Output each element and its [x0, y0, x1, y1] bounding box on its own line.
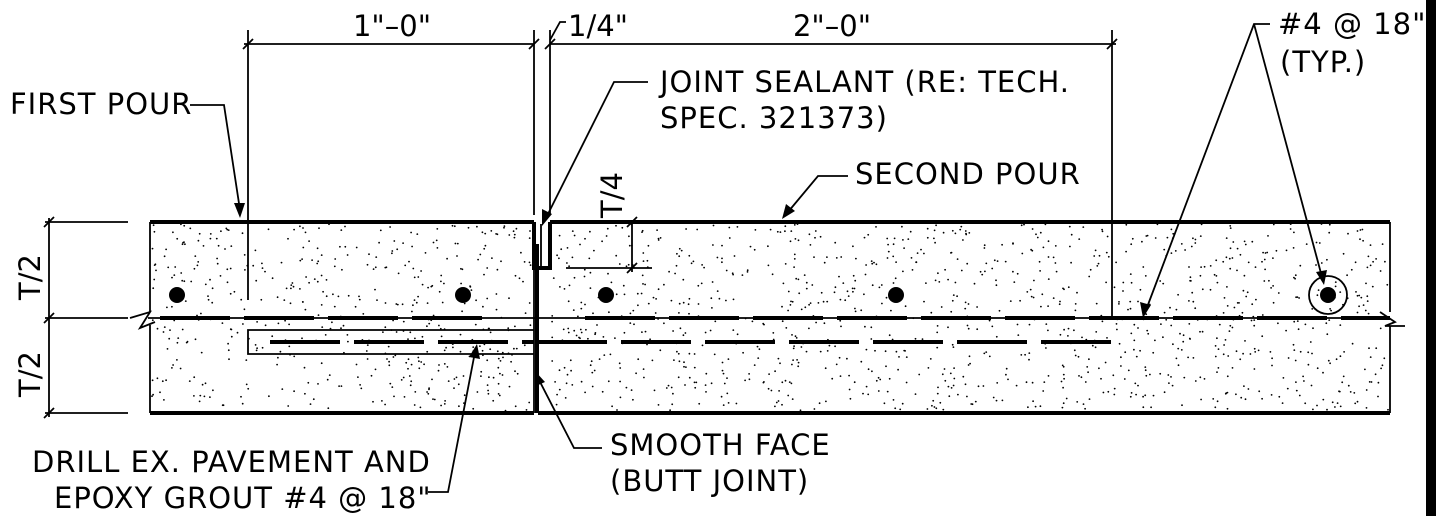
dim-first-pour-width: 1"–0" — [353, 9, 431, 43]
dim-second-pour-width: 2"–0" — [793, 9, 871, 43]
dowel-bar — [247, 329, 1115, 355]
dim-upper-half: T/2 — [13, 254, 47, 301]
dim-sealant-depth: T/4 — [595, 172, 629, 219]
right-edge-bar — [1426, 0, 1436, 516]
dim-joint-gap: 1/4" — [568, 9, 628, 43]
sealant-depth-dimension — [566, 216, 652, 274]
smooth-face-label: SMOOTH FACE — [610, 428, 831, 462]
epoxy-grout-label: EPOXY GROUT #4 @ 18" — [54, 481, 432, 515]
drill-label: DRILL EX. PAVEMENT AND — [32, 445, 431, 479]
concrete-texture — [151, 223, 1389, 412]
depth-dimensions — [43, 216, 55, 419]
first-pour-label: FIRST POUR — [10, 87, 192, 121]
butt-joint-label: (BUTT JOINT) — [610, 464, 809, 498]
second-pour-label: SECOND POUR — [855, 157, 1081, 191]
rebar-label: #4 @ 18" — [1278, 7, 1426, 41]
transverse-rebars — [169, 275, 1348, 315]
top-dimensions — [242, 21, 1118, 318]
joint-sealant-spec: SPEC. 321373) — [660, 101, 888, 135]
joint-sealant-label: JOINT SEALANT (RE: TECH. — [658, 65, 1070, 99]
rebar-typ-label: (TYP.) — [1280, 45, 1366, 79]
leaders — [190, 23, 1327, 493]
dim-lower-half: T/2 — [13, 351, 47, 398]
joint-sealant — [532, 222, 552, 270]
